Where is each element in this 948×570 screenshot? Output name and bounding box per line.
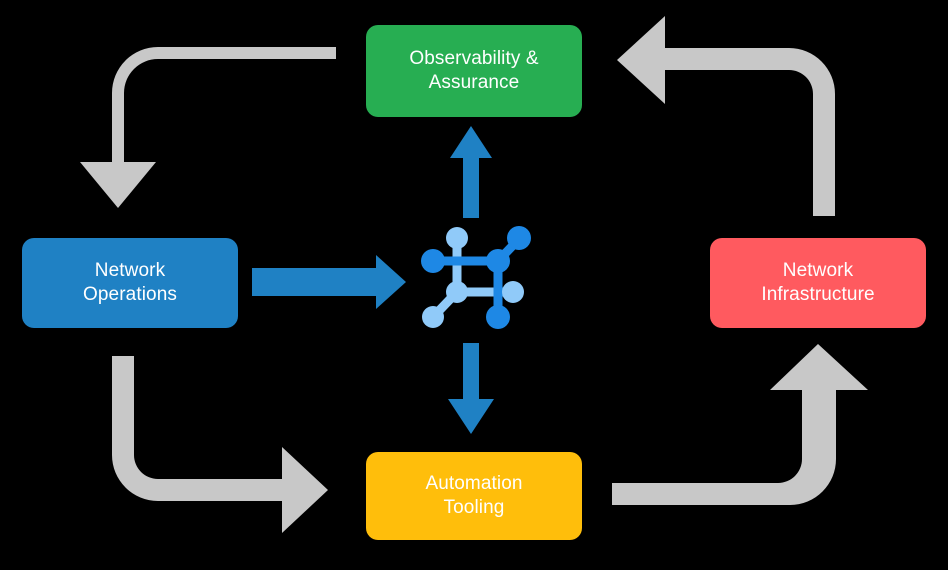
box-observability-assurance[interactable]: Observability & Assurance	[366, 25, 582, 117]
blue-arrow-center-to-observability	[450, 126, 492, 218]
network-nodes-dark	[421, 226, 531, 329]
gray-arrow-observability-to-operations	[80, 47, 336, 208]
gray-arrow-automation-to-infrastructure	[612, 344, 868, 505]
gray-arrow-infrastructure-to-observability	[617, 16, 835, 216]
gray-arrow-operations-to-automation	[112, 356, 328, 533]
blue-arrow-center-to-automation	[448, 343, 494, 434]
network-nodes-light	[422, 227, 524, 328]
box-network-infrastructure[interactable]: Network Infrastructure	[710, 238, 926, 328]
gray-arrow-observability-to-operations-hidden	[106, 62, 335, 208]
network-topology-icon	[421, 226, 531, 329]
box-network-operations[interactable]: Network Operations	[22, 238, 238, 328]
box-automation-tooling[interactable]: Automation Tooling	[366, 452, 582, 540]
blue-arrow-operations-to-center	[252, 255, 406, 309]
